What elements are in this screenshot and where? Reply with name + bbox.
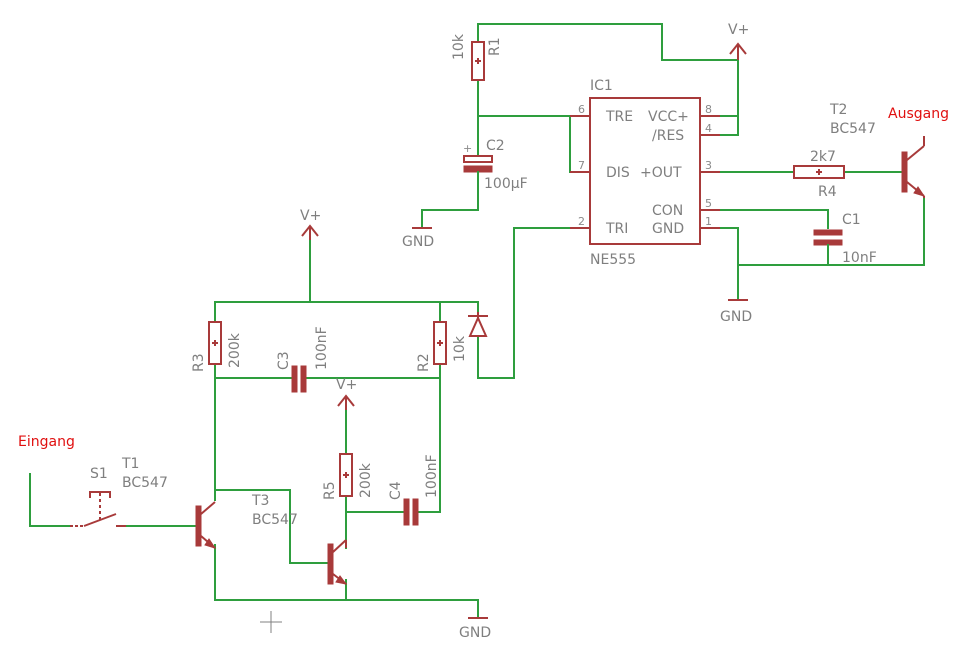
r1-value: 10k: [451, 33, 467, 60]
t3-label: T3: [251, 493, 269, 509]
r1-label: R1: [487, 37, 503, 56]
t1-label: T1: [121, 456, 139, 472]
ic1-label: IC1: [590, 78, 613, 94]
vplus-mid-label: V+: [336, 377, 357, 393]
vplus-top: V+: [728, 22, 749, 60]
gnd-right-label: GND: [720, 309, 752, 325]
pin-4-number: 4: [705, 122, 712, 135]
resistor-r5: R5 200k: [322, 453, 374, 500]
pin-7-number: 7: [578, 159, 585, 172]
gnd-c2: GND: [402, 227, 434, 250]
pin-1-number: 1: [705, 215, 712, 228]
resistor-r2: R2 10k: [416, 321, 468, 372]
r4-label: R4: [818, 184, 837, 200]
capacitor-c3: C3 100nF: [276, 326, 330, 393]
r4-value: 2k7: [810, 149, 836, 165]
origin-marker: [260, 611, 282, 633]
ic1-name: NE555: [590, 252, 636, 268]
s1-label: S1: [90, 466, 108, 482]
pin-6-number: 6: [578, 103, 585, 116]
t2-label: T2: [829, 102, 847, 118]
transistor-t3: T3 BC547: [251, 493, 348, 585]
pin-tre-label: TRE: [605, 109, 633, 125]
gnd-right: GND: [720, 299, 752, 325]
r3-label: R3: [191, 353, 207, 372]
pin-tri-label: TRI: [605, 221, 628, 237]
pin-2-number: 2: [578, 215, 585, 228]
resistor-r1: 10k R1: [451, 33, 503, 81]
c2-label: C2: [486, 138, 505, 154]
c2-value: 100µF: [484, 176, 528, 192]
c4-label: C4: [388, 481, 404, 500]
resistor-r4: 2k7 R4: [793, 149, 845, 200]
pin-8-number: 8: [705, 103, 712, 116]
gnd-c2-label: GND: [402, 234, 434, 250]
transistor-t1: T1 BC547: [121, 456, 217, 549]
r5-value: 200k: [358, 462, 374, 498]
pin-gnd-label: GND: [652, 221, 684, 237]
c2-plus-sign: +: [463, 142, 472, 155]
t2-type: BC547: [830, 121, 876, 137]
pin-vcc-label: VCC+: [648, 109, 689, 125]
pin-res-label: /RES: [652, 128, 684, 144]
r3-value: 200k: [227, 332, 243, 368]
r2-label: R2: [416, 353, 432, 372]
c1-label: C1: [842, 212, 861, 228]
pin-dis-label: DIS: [606, 165, 630, 181]
resistor-r3: R3 200k: [191, 321, 243, 372]
vplus-left-label: V+: [300, 208, 321, 224]
capacitor-c2: + C2 100µF: [463, 138, 528, 192]
vplus-top-label: V+: [728, 22, 749, 38]
vplus-mid: V+: [336, 377, 357, 410]
wires: [29, 23, 925, 619]
c3-label: C3: [276, 351, 292, 370]
vplus-left: V+: [300, 208, 321, 240]
t3-type: BC547: [252, 512, 298, 528]
t1-type: BC547: [122, 475, 168, 491]
output-label: Ausgang: [888, 106, 949, 122]
r2-value: 10k: [452, 335, 468, 362]
diode: [468, 312, 488, 337]
transistor-t2: T2 BC547: [829, 102, 926, 198]
c3-value: 100nF: [314, 326, 330, 370]
pin-3-number: 3: [705, 159, 712, 172]
gnd-bottom-label: GND: [459, 625, 491, 641]
input-label: Eingang: [18, 434, 75, 450]
capacitor-c4: C4 100nF: [388, 454, 440, 526]
switch-s1: S1: [70, 466, 126, 527]
c1-value: 10nF: [842, 250, 877, 266]
r5-label: R5: [322, 481, 338, 500]
gnd-bottom: GND: [459, 617, 491, 641]
pin-con-label: CON: [652, 203, 683, 219]
capacitor-c1: C1 10nF: [813, 212, 877, 266]
pin-5-number: 5: [705, 197, 712, 210]
ic1-ne555: IC1 NE555 TRE DIS TRI VCC+ /RES +OUT CON…: [570, 78, 720, 268]
c4-value: 100nF: [424, 454, 440, 498]
pin-out-label: +OUT: [640, 165, 682, 181]
